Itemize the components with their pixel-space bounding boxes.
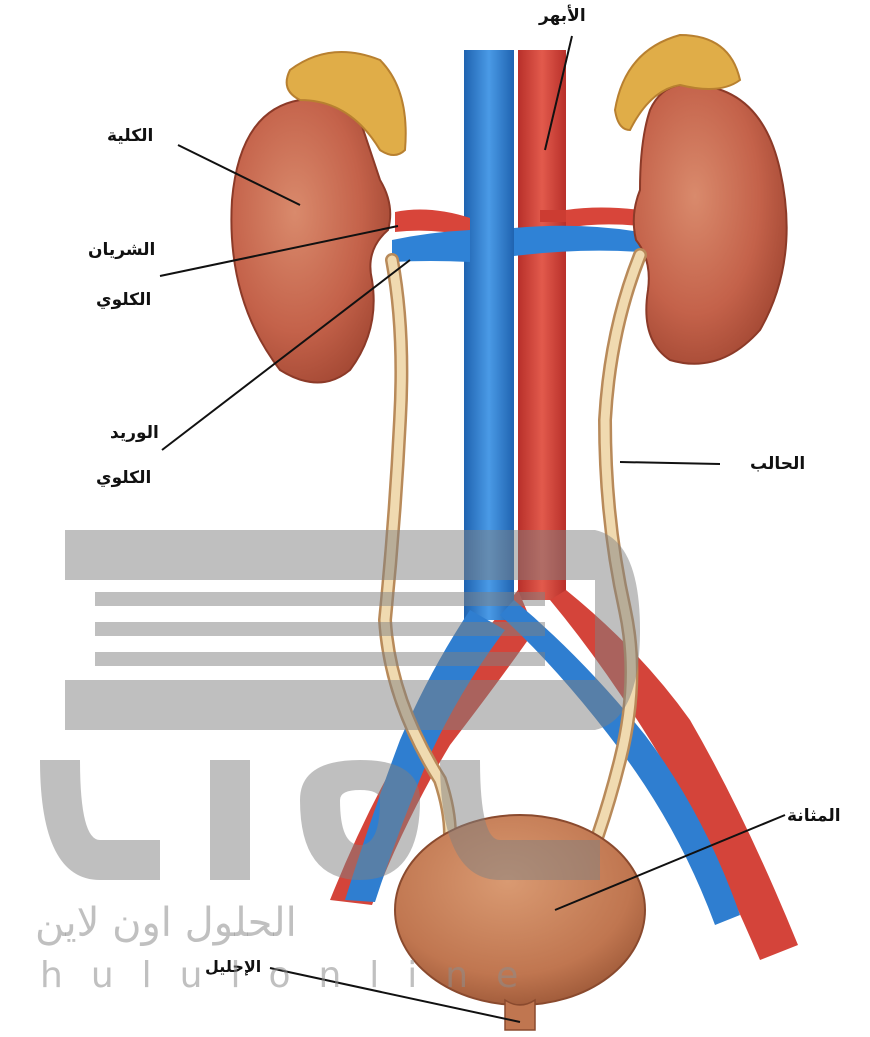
label-bladder: المثانة xyxy=(787,806,841,826)
label-aorta: الأبهر xyxy=(539,6,586,26)
label-renal-artery-line2: الكلوي xyxy=(96,290,151,310)
label-ureter: الحالب xyxy=(750,454,805,474)
label-renal-artery-line1: الشريان xyxy=(88,240,155,260)
label-renal-vein-line2: الكلوي xyxy=(96,468,151,488)
watermark-latin-text: hululonline xyxy=(40,955,546,996)
right-kidney xyxy=(615,35,787,364)
watermark-arabic-text: الحلول اون لاين xyxy=(35,900,297,946)
left-kidney xyxy=(231,52,405,383)
ureter-leader xyxy=(620,462,720,464)
label-renal-vein-line1: الوريد xyxy=(110,423,159,443)
renal-vein xyxy=(392,226,640,262)
label-kidney: الكلية xyxy=(107,126,153,146)
